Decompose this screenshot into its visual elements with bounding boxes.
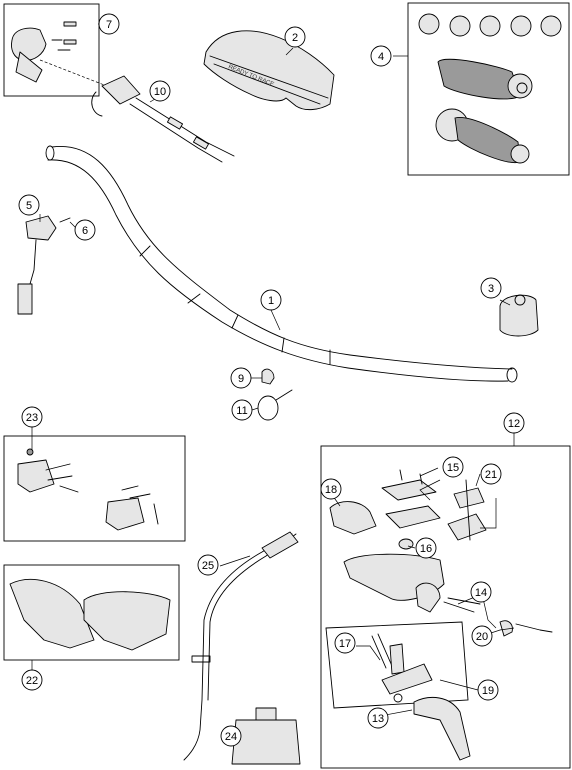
callout-5: 5 — [18, 194, 40, 216]
callout-label: 7 — [106, 19, 112, 31]
callout-label: 18 — [325, 484, 337, 496]
callout-11: 11 — [231, 399, 253, 421]
clutch-side-grip — [435, 108, 530, 164]
callout-20: 20 — [471, 625, 493, 647]
mounting-kit-parts — [17, 448, 159, 531]
throttle-housing — [11, 21, 77, 83]
callout-label: 10 — [154, 86, 166, 98]
callout-label: 21 — [485, 469, 497, 481]
throttle-cam-rings — [418, 13, 562, 37]
callout-label: 4 — [378, 51, 384, 63]
callout-label: 13 — [372, 713, 384, 725]
handlebar-pad: READY TO RACE — [203, 30, 335, 111]
clutch-master-cylinder — [329, 469, 553, 637]
throttle-cables — [91, 75, 235, 163]
callout-14: 14 — [470, 581, 492, 603]
callout-label: 16 — [420, 543, 432, 555]
callout-6: 6 — [74, 219, 96, 241]
callout-label: 3 — [488, 283, 494, 295]
handlebar-switch — [17, 215, 71, 315]
callout-24: 24 — [220, 725, 242, 747]
hydraulic-fluid-bottle — [231, 707, 301, 765]
callout-4: 4 — [370, 45, 392, 67]
clip — [261, 368, 275, 385]
group-box-22 — [3, 564, 180, 661]
callout-9: 9 — [230, 367, 252, 389]
handlebar — [45, 145, 518, 383]
cable-tie — [257, 389, 293, 421]
callout-label: 12 — [508, 418, 520, 430]
callout-label: 20 — [476, 631, 488, 643]
callout-1: 1 — [260, 289, 282, 311]
callout-label: 15 — [447, 462, 459, 474]
group-box-12 — [320, 445, 571, 769]
callout-label: 17 — [339, 638, 351, 650]
callout-25: 25 — [197, 554, 219, 576]
callout-18: 18 — [320, 478, 342, 500]
callout-label: 24 — [225, 731, 237, 743]
group-box-23 — [3, 435, 186, 542]
clutch-hose — [183, 531, 299, 761]
callout-10: 10 — [149, 80, 171, 102]
callout-label: 25 — [202, 560, 214, 572]
callout-23: 23 — [21, 406, 43, 428]
callout-17: 17 — [334, 632, 356, 654]
group-box-7 — [3, 3, 100, 97]
callout-label: 6 — [82, 225, 88, 237]
callout-19: 19 — [477, 679, 499, 701]
callout-7: 7 — [98, 13, 120, 35]
callout-label: 14 — [475, 587, 487, 599]
callout-label: 19 — [482, 685, 494, 697]
callout-21: 21 — [480, 463, 502, 485]
grip-set — [418, 13, 562, 164]
clutch-lever-subgroup — [325, 621, 471, 761]
callout-label: 11 — [236, 405, 247, 417]
callout-label: 1 — [268, 295, 274, 307]
callout-label: 5 — [26, 200, 32, 212]
callout-22: 22 — [21, 669, 43, 691]
callout-16: 16 — [415, 537, 437, 559]
hand-guards — [9, 578, 171, 651]
callout-2: 2 — [284, 26, 306, 48]
callout-15: 15 — [442, 456, 464, 478]
callout-3: 3 — [480, 277, 502, 299]
callout-label: 23 — [26, 412, 38, 424]
callout-12: 12 — [503, 412, 525, 434]
callout-13: 13 — [367, 707, 389, 729]
callout-label: 2 — [292, 32, 298, 44]
right-switch — [499, 294, 539, 337]
group-box-4 — [407, 2, 570, 176]
throttle-grip — [437, 58, 533, 100]
callout-label: 22 — [26, 675, 38, 687]
callout-label: 9 — [238, 373, 244, 385]
